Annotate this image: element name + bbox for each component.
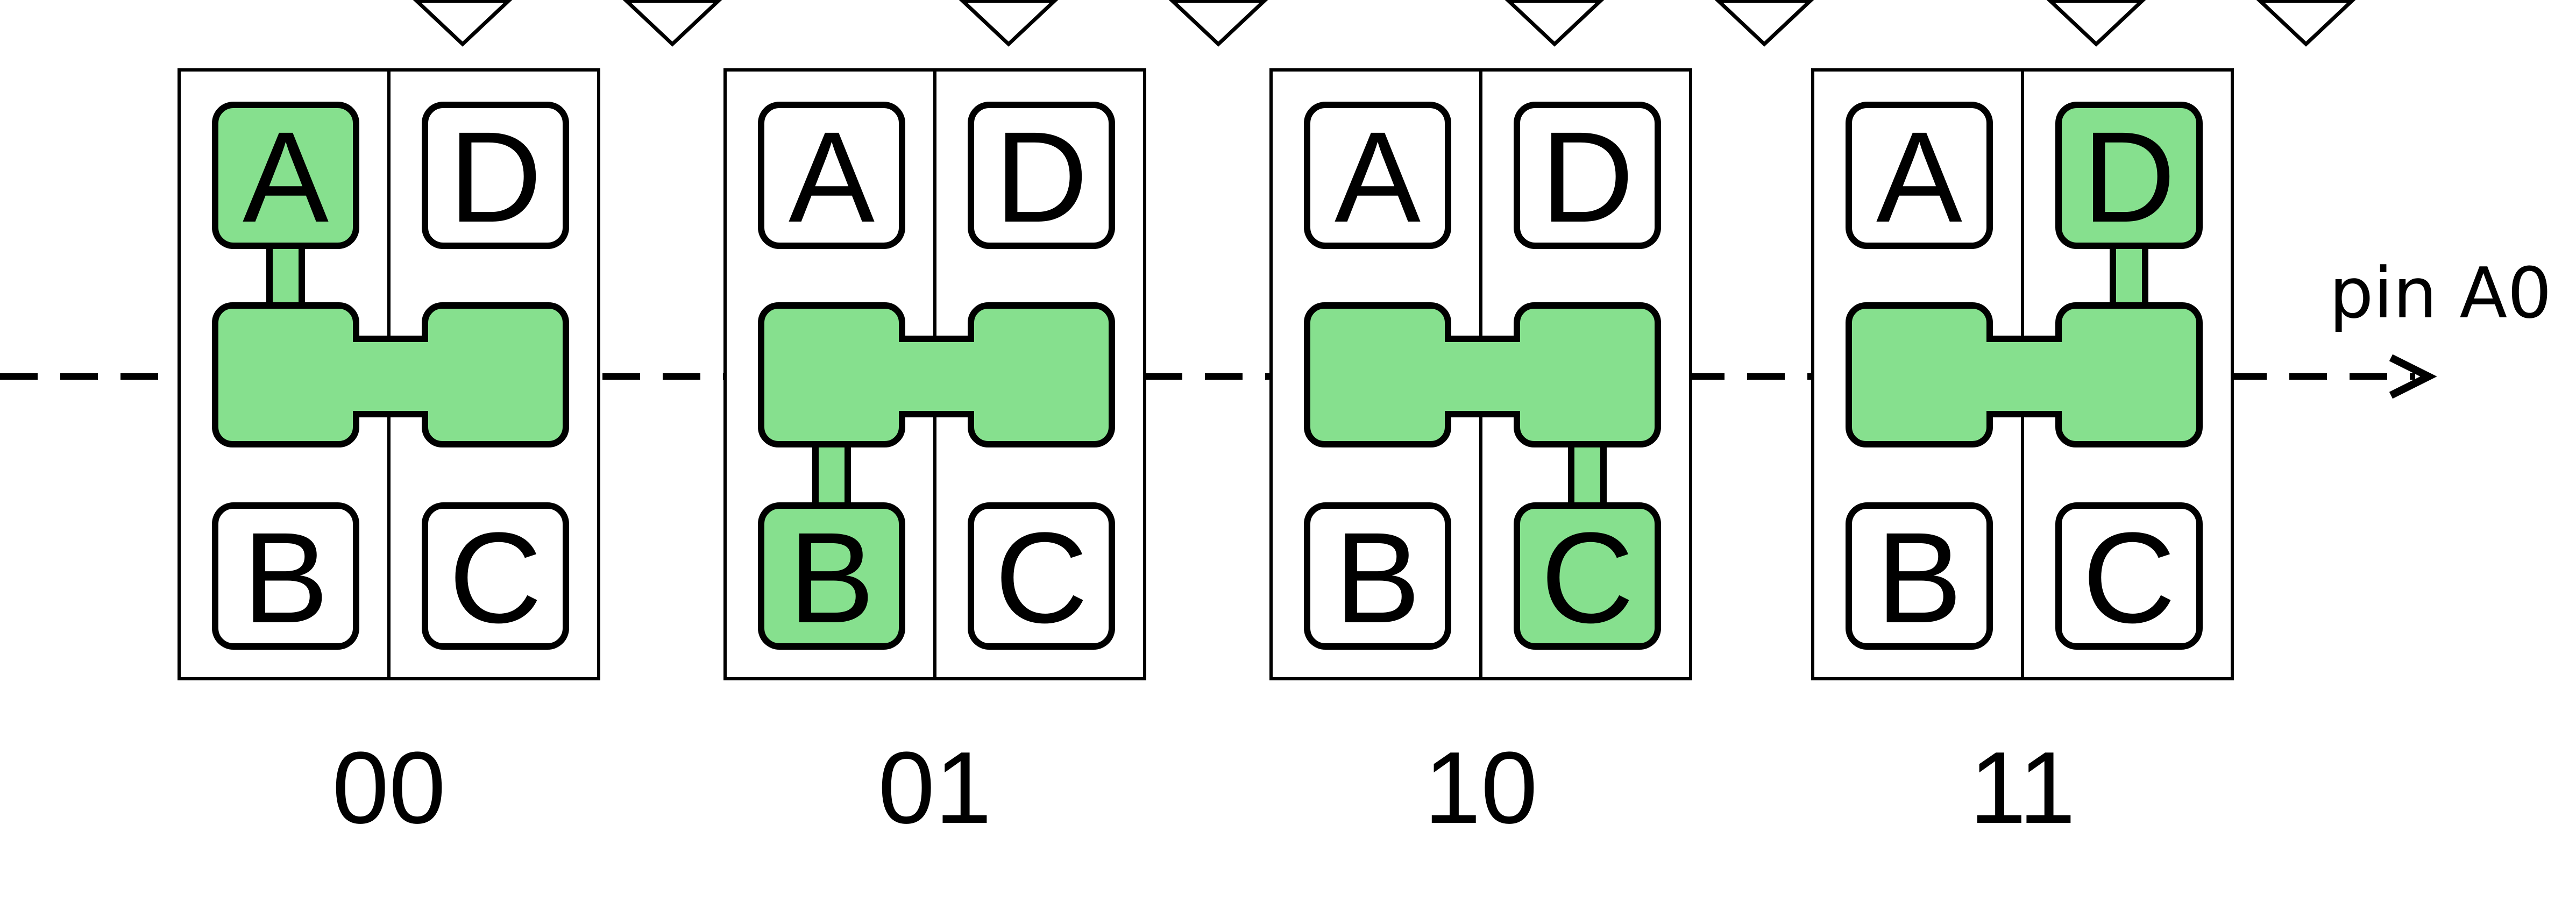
- cell-d-box: [968, 102, 1115, 249]
- cell-c-box: [1514, 502, 1661, 650]
- right-pad: [422, 302, 569, 447]
- pad-bridge-fill: [1985, 342, 2063, 411]
- input-triangle-icon: [2046, 0, 2146, 47]
- cell-c-label: C: [449, 506, 542, 650]
- cell-a-box: [758, 102, 905, 249]
- cell-d-box: [1514, 102, 1661, 249]
- cell-c-box: [2055, 502, 2203, 650]
- input-triangle-icon: [1505, 0, 1605, 47]
- cell-d-label: D: [2082, 105, 2175, 249]
- left-pad: [1304, 302, 1451, 447]
- arrow-head-icon: [2389, 354, 2437, 399]
- input-triangle-icon: [622, 0, 722, 47]
- left-pad: [758, 302, 905, 447]
- cell-a-box: [212, 102, 359, 249]
- cell-a-label: A: [789, 105, 875, 249]
- cell-a-label: A: [1335, 105, 1421, 249]
- cell-d-box: [422, 102, 569, 249]
- input-triangle-icon: [1714, 0, 1814, 47]
- left-pad: [1846, 302, 1993, 447]
- input-triangle-icon: [1168, 0, 1268, 47]
- cell-b-box: [1304, 502, 1451, 650]
- input-triangle-icon: [413, 0, 513, 47]
- cell-a-label: A: [243, 105, 329, 249]
- cell-b-box: [1846, 502, 1993, 650]
- select-code-label: 10: [1424, 731, 1537, 845]
- cell-c-box: [422, 502, 569, 650]
- select-code-label: 11: [1969, 731, 2075, 845]
- cell-d-label: D: [1541, 105, 1634, 249]
- cell-b-box: [758, 502, 905, 650]
- pad-bridge-fill: [898, 342, 975, 411]
- cell-d-label: D: [995, 105, 1088, 249]
- cell-c-label: C: [995, 506, 1088, 650]
- cell-b-label: B: [789, 506, 875, 650]
- cell-b-box: [212, 502, 359, 650]
- cell-d-box: [2055, 102, 2203, 249]
- right-pad: [1514, 302, 1661, 447]
- cell-a-box: [1304, 102, 1451, 249]
- right-pad: [2055, 302, 2203, 447]
- select-code-label: 01: [878, 731, 991, 845]
- select-code-label: 00: [332, 731, 445, 845]
- cell-b-label: B: [1335, 506, 1421, 650]
- input-triangle-icon: [2256, 0, 2356, 47]
- cell-d-label: D: [449, 105, 542, 249]
- input-triangle-icon: [959, 0, 1059, 47]
- pad-bridge-fill: [1444, 342, 1521, 411]
- left-pad: [212, 302, 359, 447]
- pad-bridge-fill: [352, 342, 429, 411]
- cell-c-label: C: [1541, 506, 1634, 650]
- cell-b-label: B: [243, 506, 329, 650]
- right-pad: [968, 302, 1115, 447]
- cell-a-label: A: [1876, 105, 1962, 249]
- cell-c-box: [968, 502, 1115, 650]
- cell-b-label: B: [1876, 506, 1962, 650]
- cell-c-label: C: [2082, 506, 2175, 650]
- pin-arrow-layer: pin A0: [2329, 252, 2552, 399]
- cell-a-box: [1846, 102, 1993, 249]
- pin-label: pin A0: [2329, 252, 2552, 334]
